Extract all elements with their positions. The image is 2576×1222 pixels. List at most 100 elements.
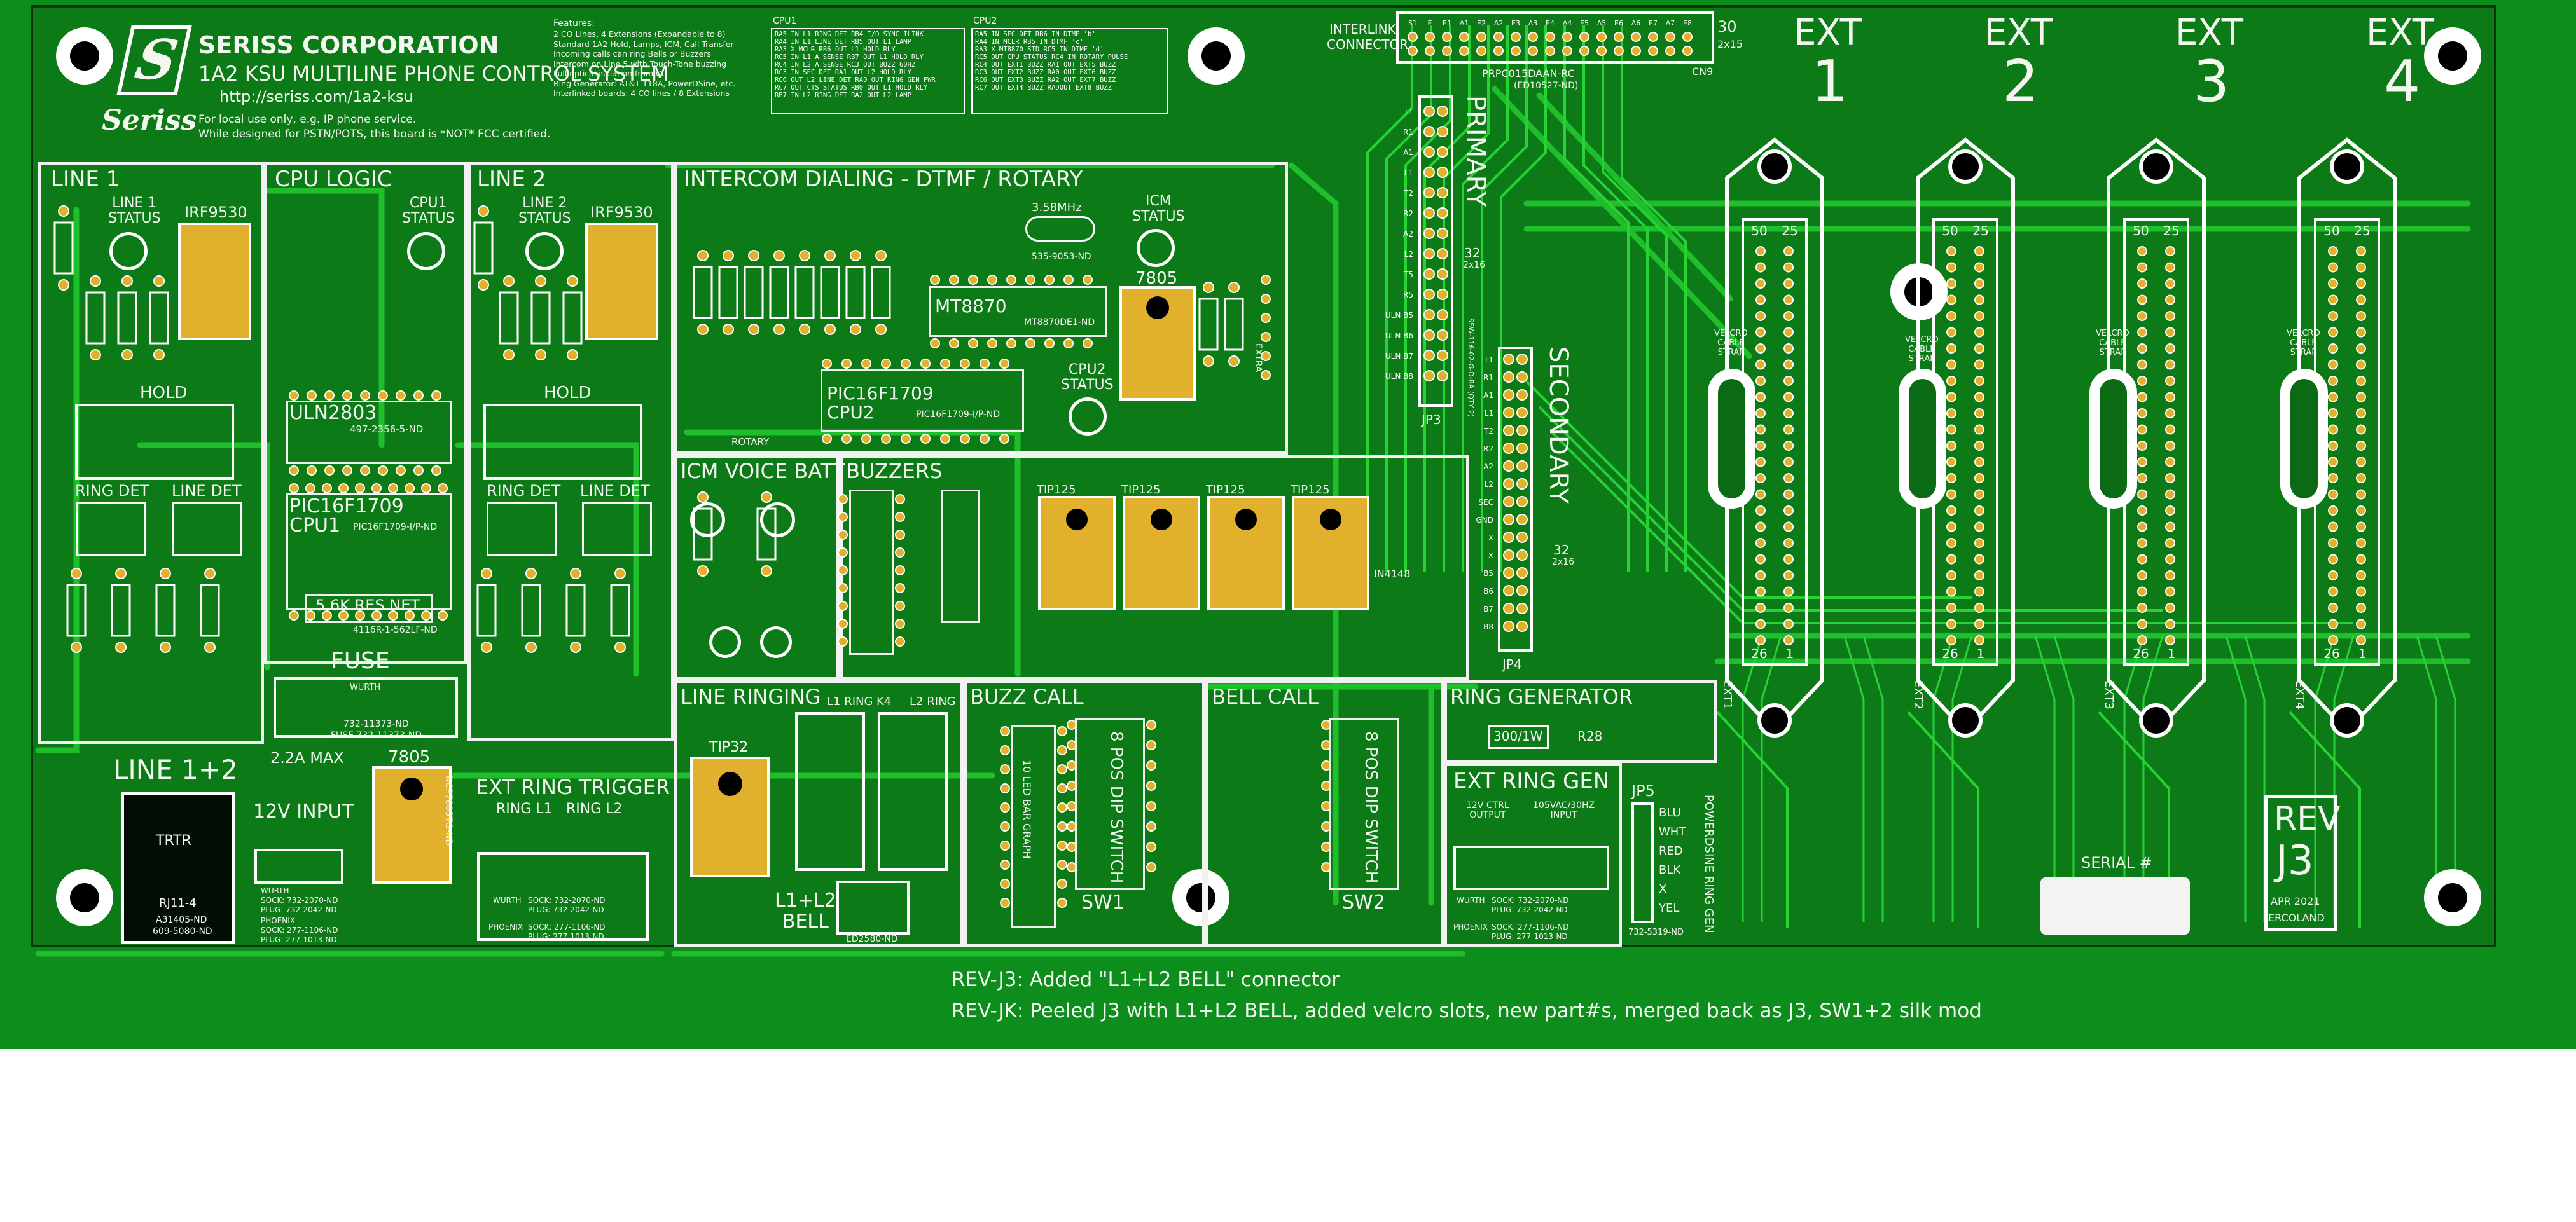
pad bbox=[1228, 355, 1240, 367]
serial-field[interactable] bbox=[2040, 877, 2190, 935]
amphenol-pin bbox=[2137, 327, 2147, 338]
feature-line: 2 CO Lines, 4 Extensions (Expandable to … bbox=[553, 29, 726, 39]
amphenol-pin bbox=[2165, 538, 2175, 548]
primary-pin-label: A2 bbox=[1403, 230, 1413, 238]
header-pin bbox=[1503, 354, 1514, 365]
jp5-label: JP5 bbox=[1631, 782, 1655, 800]
mounting-hole bbox=[1188, 27, 1245, 85]
ic-pin bbox=[841, 359, 852, 369]
pad bbox=[614, 568, 626, 579]
section-bell-call-title: BELL CALL bbox=[1212, 685, 1319, 709]
interlink-pin-label: A6 bbox=[1631, 19, 1641, 27]
amphenol-pin bbox=[1974, 603, 1984, 613]
fuse-part: 732-11373-ND bbox=[343, 719, 409, 729]
uln2803-buzz-chip bbox=[849, 490, 894, 655]
pad bbox=[1228, 282, 1240, 293]
icm-status-led bbox=[1137, 229, 1175, 267]
amphenol-pin bbox=[2356, 570, 2366, 580]
erg-phoenix: PHOENIX bbox=[1453, 923, 1488, 931]
amphenol-pin bbox=[1755, 586, 1766, 597]
ic-pin bbox=[378, 390, 388, 401]
ic-pin bbox=[438, 610, 448, 621]
amphenol-pin bbox=[2328, 343, 2338, 354]
pad bbox=[567, 275, 578, 287]
amphenol-pin bbox=[2356, 473, 2366, 483]
amphenol-pin bbox=[2137, 408, 2147, 418]
section-icm-voice-title: ICM VOICE BATT bbox=[681, 459, 845, 483]
header-pin bbox=[1516, 460, 1528, 472]
secondary-pin-label: SEC bbox=[1478, 498, 1493, 507]
resistor bbox=[530, 291, 551, 345]
amphenol-pin bbox=[2328, 603, 2338, 613]
amphenol-pin bbox=[2137, 343, 2147, 354]
ic-pin bbox=[999, 359, 1009, 369]
amphenol-pin bbox=[1974, 538, 1984, 548]
ic-pin bbox=[838, 494, 848, 504]
pad bbox=[1203, 355, 1214, 367]
pad bbox=[478, 279, 489, 291]
pad bbox=[90, 349, 101, 360]
trigger-sock2: SOCK: 277-1106-ND bbox=[528, 923, 606, 931]
table-row: RB7 IN L2 RING DET RA2 OUT L2 LAMP bbox=[775, 92, 911, 99]
amphenol-screw bbox=[1948, 149, 1983, 184]
jp5-color: RED bbox=[1659, 844, 1683, 858]
header-pin bbox=[1423, 268, 1435, 280]
trigger-plug2: PLUG: 277-1013-ND bbox=[528, 932, 604, 941]
pad bbox=[525, 568, 537, 579]
table-row: RA3 X MCLR RB6 OUT L1 HOLD RLY bbox=[775, 46, 896, 53]
amphenol-pin bbox=[1946, 246, 1956, 256]
header-pin bbox=[1437, 329, 1448, 341]
secondary-pin-label: L2 bbox=[1485, 480, 1493, 489]
amphenol-pin-label: 26 bbox=[2133, 646, 2149, 661]
primary-pin-label: ULN B5 bbox=[1385, 311, 1413, 320]
amphenol-pin bbox=[2137, 246, 2147, 256]
interlink-part-2: (ED10527-ND) bbox=[1514, 81, 1579, 91]
icm-coupling-cap bbox=[760, 626, 792, 658]
primary-pin-label: T5 bbox=[1403, 270, 1413, 279]
amphenol-pin bbox=[2165, 262, 2175, 273]
header-pin bbox=[1437, 248, 1448, 259]
pic2-label: PIC16F1709 bbox=[827, 383, 934, 404]
amphenol-pin bbox=[2356, 311, 2366, 321]
pad bbox=[153, 349, 165, 360]
interlink-pin bbox=[1631, 32, 1641, 42]
mounting-hole bbox=[2424, 27, 2481, 85]
feature-line: Full optical isolation from CO bbox=[553, 69, 668, 78]
amphenol-pin bbox=[2165, 359, 2175, 370]
amphenol-pin-label: 26 bbox=[1751, 646, 1767, 661]
secondary-pin-label: T2 bbox=[1483, 427, 1493, 436]
amphenol-pin bbox=[2137, 457, 2147, 467]
amphenol-pin bbox=[2165, 635, 2175, 645]
ring-l2-label: RING L2 bbox=[566, 801, 623, 817]
header-pin bbox=[1503, 407, 1514, 418]
ic-pin bbox=[1057, 841, 1067, 851]
ic-pin bbox=[289, 465, 299, 476]
amphenol-pin bbox=[1946, 278, 1956, 289]
primary-size: 32 bbox=[1464, 245, 1481, 261]
resistor bbox=[718, 266, 738, 319]
resistor bbox=[473, 221, 494, 275]
ic-pin bbox=[1146, 781, 1156, 791]
amphenol-pin bbox=[1783, 343, 1794, 354]
secondary-pin-label: X bbox=[1488, 533, 1493, 542]
amphenol-pin-label: 50 bbox=[2323, 223, 2339, 238]
ext2-num: 2 bbox=[2002, 48, 2039, 115]
secondary-pin-label: T1 bbox=[1483, 355, 1493, 364]
section-buzz-call-title: BUZZ CALL bbox=[970, 685, 1084, 709]
section-line2 bbox=[467, 162, 674, 741]
crystal bbox=[1025, 216, 1095, 242]
fuse-title: FUSE bbox=[331, 648, 390, 674]
primary-pin-label: A1 bbox=[1403, 148, 1413, 157]
rj11-label: RJ11-4 bbox=[159, 896, 197, 910]
amphenol-pin bbox=[2165, 489, 2175, 500]
amphenol-pin bbox=[1974, 586, 1984, 597]
tip125-label: TIP125 bbox=[1121, 483, 1161, 497]
primary-pin-label: T2 bbox=[1403, 189, 1413, 198]
header-pin bbox=[1503, 443, 1514, 454]
ic-pin bbox=[413, 390, 424, 401]
r300-label: 300/1W bbox=[1493, 729, 1543, 744]
amphenol-pin bbox=[1755, 570, 1766, 580]
ic-pin bbox=[396, 465, 406, 476]
amphenol-pin bbox=[2356, 327, 2366, 338]
